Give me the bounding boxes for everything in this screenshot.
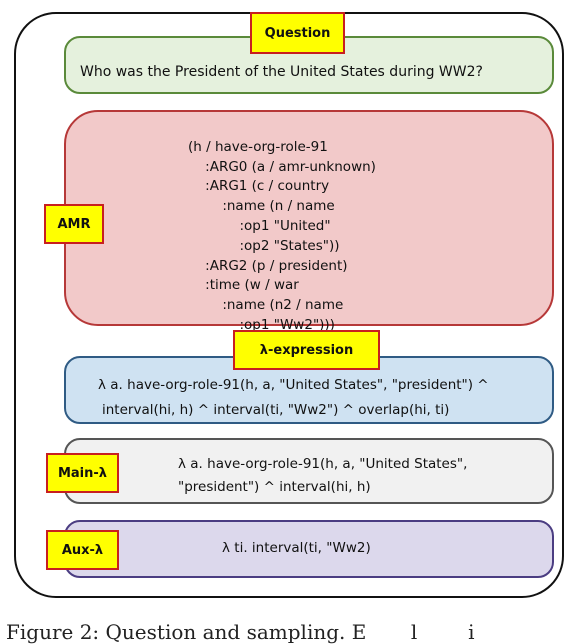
figure-caption: Figure 2: Question and sampling. E l i	[6, 620, 475, 644]
lambda-expression-line: λ a. have-org-role-91(h, a, "United Stat…	[98, 377, 489, 393]
lambda-expression-line: interval(hi, h) ^ interval(ti, "Ww2") ^ …	[102, 402, 450, 418]
amr-line: :time (w / war	[188, 277, 299, 294]
amr-line: (h / have-org-role-91	[188, 138, 328, 155]
question-tag: Question	[250, 12, 345, 54]
amr-line: :name (n2 / name	[188, 297, 344, 314]
amr-line: :name (n / name	[188, 198, 335, 215]
amr-line: :op2 "States"))	[188, 237, 340, 254]
lambda-expression-tag: λ-expression	[233, 330, 380, 370]
amr-line: :ARG2 (p / president)	[188, 257, 348, 274]
amr-line: :op1 "Ww2")))	[188, 316, 335, 333]
amr-tag: AMR	[44, 204, 104, 244]
main-lambda-tag: Main-λ	[46, 453, 119, 493]
amr-line: :op1 "United"	[188, 217, 331, 234]
amr-line: :ARG1 (c / country	[188, 178, 330, 195]
amr-text: (h / have-org-role-91 :ARG0 (a / amr-unk…	[188, 118, 376, 356]
amr-line: :ARG0 (a / amr-unknown)	[188, 158, 376, 175]
question-text: Who was the President of the United Stat…	[80, 64, 483, 80]
main-lambda-box	[64, 438, 554, 504]
main-lambda-line: "president") ^ interval(hi, h)	[178, 479, 371, 495]
aux-lambda-tag: Aux-λ	[46, 530, 119, 570]
main-lambda-line: λ a. have-org-role-91(h, a, "United Stat…	[178, 456, 468, 472]
amr-box	[64, 110, 554, 326]
aux-lambda-text: λ ti. interval(ti, "Ww2)	[222, 540, 371, 556]
